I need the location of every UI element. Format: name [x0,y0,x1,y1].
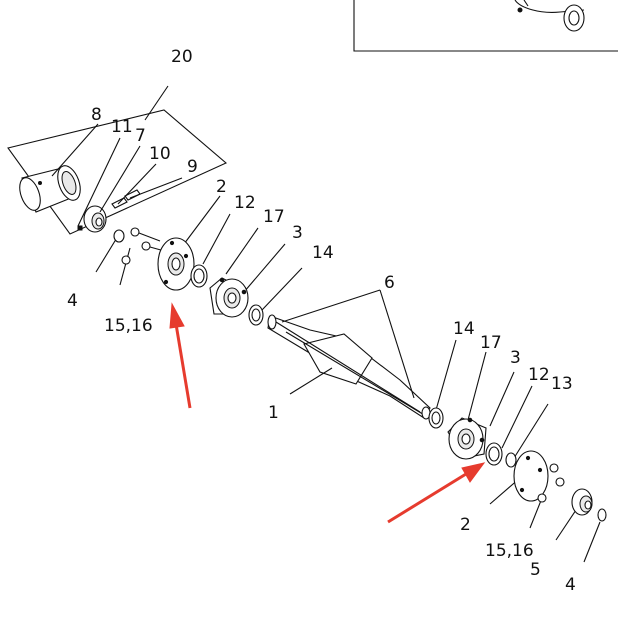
flange-part-2-left [157,237,195,291]
bearing-housing-17-right [447,417,487,460]
seal-part-12-right [485,442,503,466]
callout-5: 5 [530,560,541,580]
bearing-part-11 [83,205,107,233]
callout-15-16-right: 15,16 [485,541,534,561]
callout-1: 1 [268,403,279,423]
callout-4-right: 4 [565,575,576,595]
callout-3-right: 3 [510,348,521,368]
callout-17-right: 17 [480,333,502,353]
shaft-part-1 [267,314,431,420]
sleeve-part-8 [19,165,81,213]
screws-15-16-right [537,463,565,503]
callout-15-16-left: 15,16 [104,316,153,336]
callout-13: 13 [551,374,573,394]
callout-labels: 20 8 11 7 10 9 2 12 17 3 14 4 15,16 6 1 … [67,47,576,595]
ring-part-14-right [428,407,444,429]
seal-part-12-left [190,264,208,288]
callout-8: 8 [91,105,102,125]
callout-14-right: 14 [453,319,475,339]
washer-part-4-left [113,229,125,243]
callout-2-right: 2 [460,515,471,535]
callout-7: 7 [135,126,146,146]
callout-6: 6 [384,273,395,293]
callout-2-left: 2 [216,177,227,197]
callout-9: 9 [187,157,198,177]
screws-15-16-left [121,227,169,265]
bearing-part-5 [571,488,593,516]
leader-lines-right [281,289,601,563]
callout-11: 11 [111,117,133,137]
callout-20: 20 [171,47,193,67]
washer-part-4-right [597,508,607,522]
callout-17-left: 17 [263,207,285,227]
highlight-arrow-left [169,302,192,409]
flange-part-2-right [513,450,549,502]
callout-3-left: 3 [292,223,303,243]
callout-12-right: 12 [528,365,550,385]
inset-view-frame [353,0,618,52]
ring-part-14-left [248,304,264,326]
highlight-arrow-right [387,462,486,524]
bearing-housing-17-left [209,277,249,318]
callout-12-left: 12 [234,193,256,213]
callout-14-left: 14 [312,243,334,263]
ring-part-13 [505,452,517,468]
callout-4-left: 4 [67,291,78,311]
callout-10: 10 [149,144,171,164]
leader-lines-left [51,123,303,311]
